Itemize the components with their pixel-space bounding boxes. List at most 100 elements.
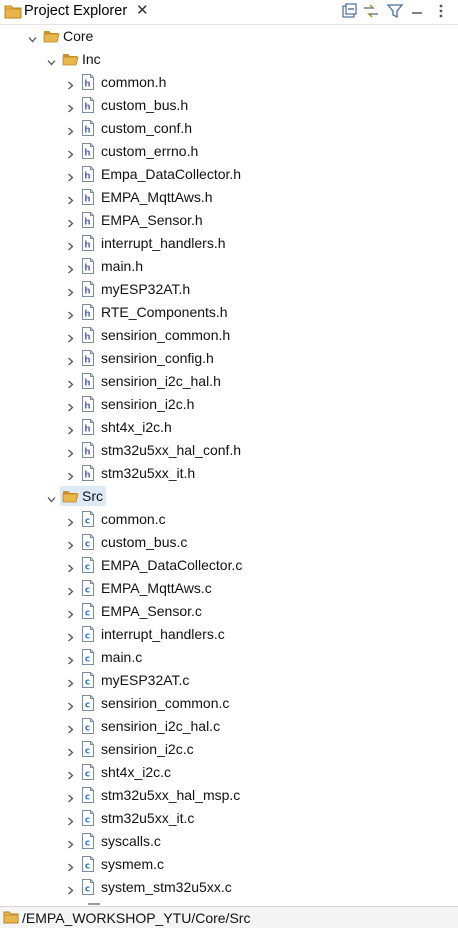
c-source-file-icon: c — [81, 580, 97, 596]
chevron-right-icon[interactable] — [66, 629, 75, 642]
chevron-right-icon[interactable] — [66, 77, 75, 90]
tree-folder[interactable]: Src — [0, 485, 458, 508]
svg-text:c: c — [85, 655, 90, 665]
chevron-right-icon[interactable] — [66, 560, 75, 573]
close-icon[interactable]: ✕ — [136, 2, 149, 19]
chevron-right-icon[interactable] — [66, 353, 75, 366]
header-file-icon: h — [81, 120, 97, 136]
project-explorer-icon — [4, 3, 22, 22]
view-menu-icon[interactable] — [432, 2, 450, 20]
minimize-icon[interactable] — [408, 2, 426, 20]
chevron-right-icon[interactable] — [66, 537, 75, 550]
svg-text:h: h — [84, 333, 90, 343]
tree-file[interactable]: h interrupt_handlers.h — [0, 232, 458, 255]
tree-folder[interactable]: Core — [0, 25, 458, 48]
chevron-right-icon[interactable] — [66, 652, 75, 665]
tree-item-label: sht4x_i2c.c — [101, 764, 172, 780]
link-with-editor-icon[interactable] — [362, 2, 380, 20]
chevron-right-icon[interactable] — [66, 238, 75, 251]
chevron-right-icon[interactable] — [66, 307, 75, 320]
chevron-right-icon[interactable] — [66, 606, 75, 619]
tree-item-label: sensirion_i2c.h — [101, 396, 195, 412]
chevron-right-icon[interactable] — [66, 583, 75, 596]
chevron-right-icon[interactable] — [66, 146, 75, 159]
chevron-right-icon[interactable] — [66, 721, 75, 734]
tree-item-label: myESP32AT.h — [101, 281, 191, 297]
svg-text:h: h — [84, 471, 90, 481]
chevron-right-icon[interactable] — [66, 330, 75, 343]
chevron-right-icon[interactable] — [66, 836, 75, 849]
chevron-down-icon[interactable] — [47, 491, 56, 503]
chevron-right-icon[interactable] — [66, 859, 75, 872]
tree-item-label: sht4x_i2c.h — [101, 419, 172, 435]
chevron-right-icon[interactable] — [66, 813, 75, 826]
chevron-down-icon[interactable] — [28, 31, 37, 43]
chevron-right-icon[interactable] — [66, 790, 75, 803]
chevron-right-icon[interactable] — [66, 767, 75, 780]
tree-file[interactable]: h sensirion_common.h — [0, 324, 458, 347]
svg-text:c: c — [85, 747, 90, 757]
chevron-right-icon[interactable] — [66, 445, 75, 458]
chevron-right-icon[interactable] — [66, 675, 75, 688]
filter-icon[interactable] — [386, 2, 404, 20]
collapse-all-icon[interactable] — [340, 2, 358, 20]
tree-item-label: syscalls.c — [101, 833, 161, 849]
chevron-right-icon[interactable] — [66, 744, 75, 757]
chevron-right-icon[interactable] — [66, 261, 75, 274]
chevron-down-icon[interactable] — [47, 54, 56, 66]
chevron-right-icon[interactable] — [66, 422, 75, 435]
chevron-right-icon[interactable] — [66, 215, 75, 228]
chevron-right-icon[interactable] — [66, 376, 75, 389]
svg-text:h: h — [84, 241, 90, 251]
tree-item-label: sensirion_common.h — [101, 327, 231, 343]
chevron-right-icon[interactable] — [66, 698, 75, 711]
chevron-right-icon[interactable] — [66, 514, 75, 527]
svg-text:h: h — [84, 80, 90, 90]
c-source-file-icon: c — [81, 511, 97, 527]
chevron-right-icon[interactable] — [66, 123, 75, 136]
chevron-right-icon[interactable] — [66, 192, 75, 205]
chevron-right-icon[interactable] — [66, 284, 75, 297]
tree-item-label: interrupt_handlers.h — [101, 235, 226, 251]
chevron-right-icon[interactable] — [66, 399, 75, 412]
chevron-right-icon[interactable] — [66, 468, 75, 481]
tree-folder[interactable]: Inc — [0, 48, 458, 71]
chevron-right-icon[interactable] — [66, 882, 75, 895]
chevron-right-icon[interactable] — [66, 169, 75, 182]
chevron-right-icon[interactable] — [66, 100, 75, 113]
